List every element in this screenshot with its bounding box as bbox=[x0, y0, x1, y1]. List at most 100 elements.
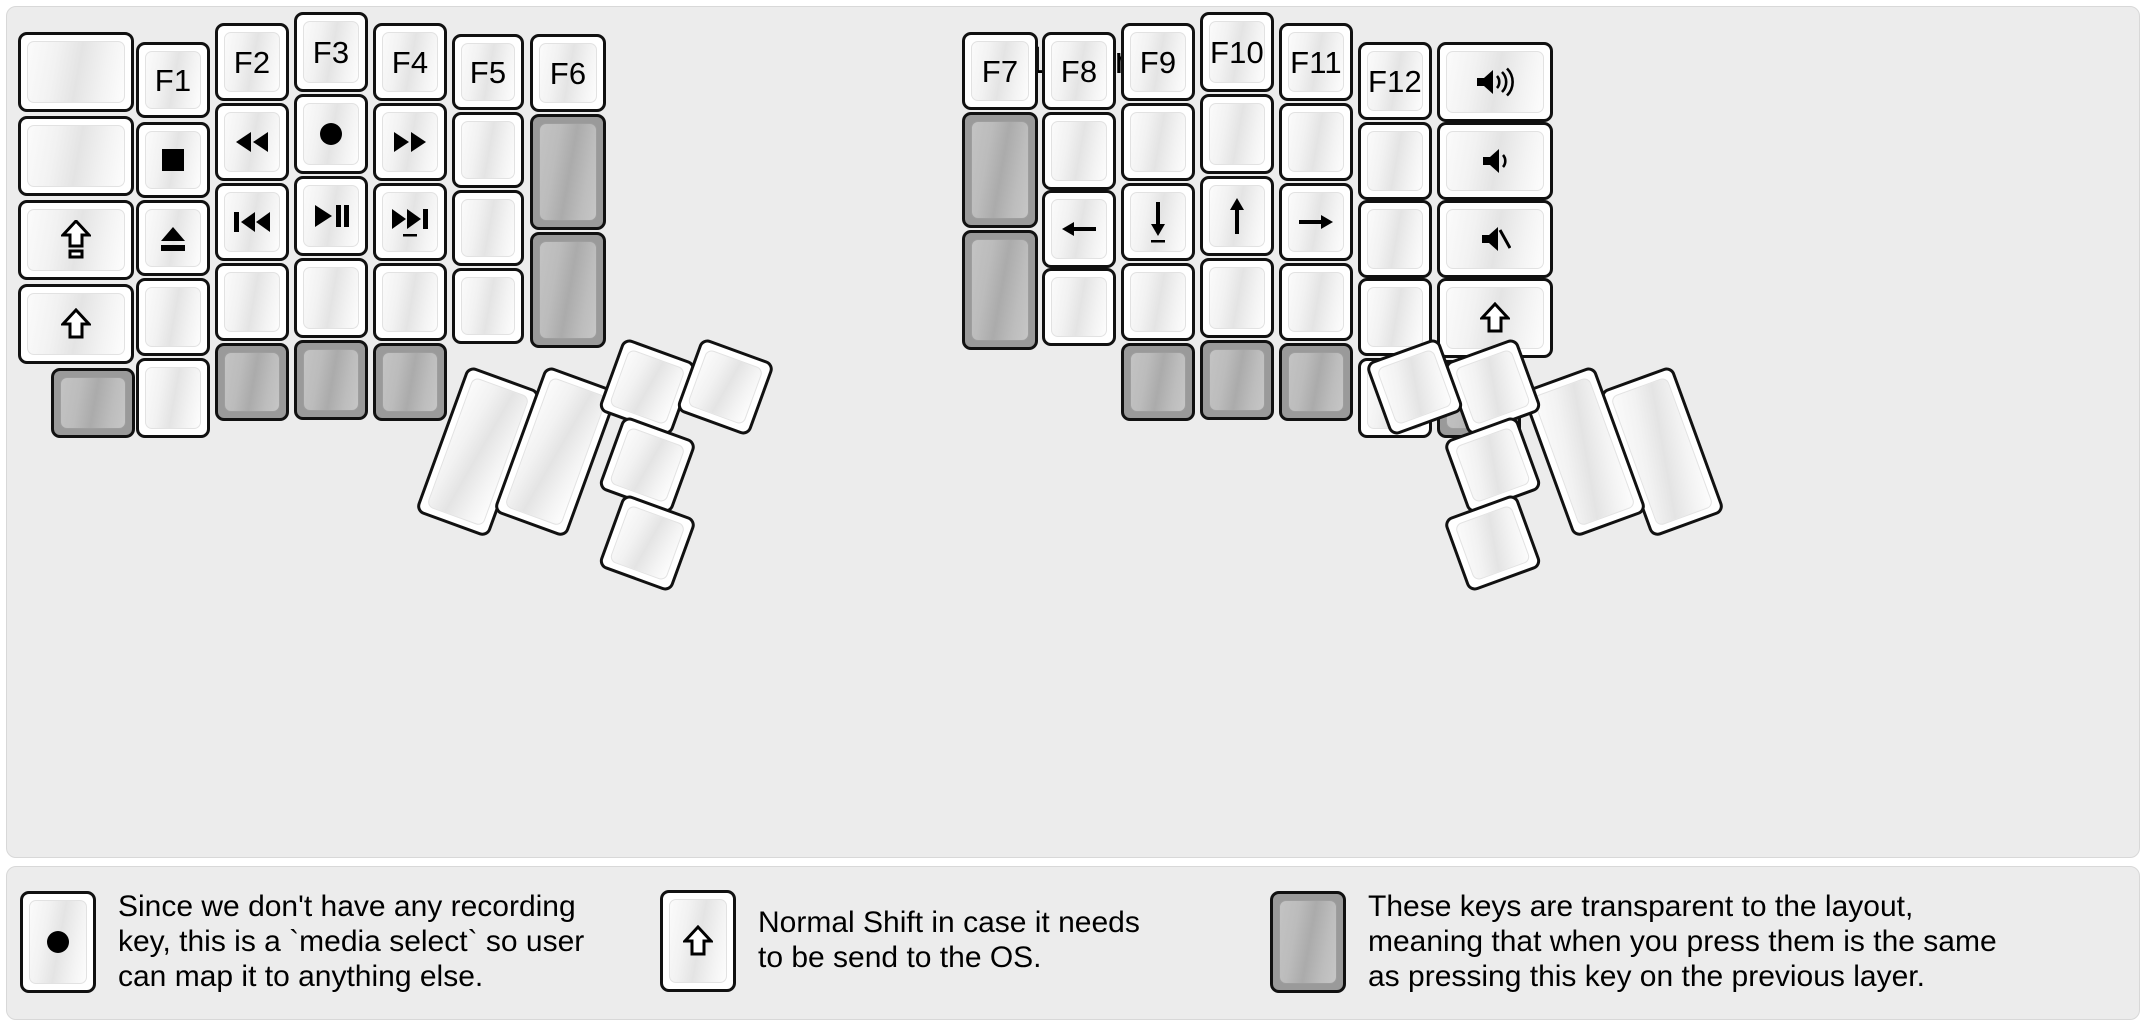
keycap-r-c4-r1[interactable] bbox=[1279, 103, 1353, 181]
keycap-surface bbox=[60, 377, 126, 429]
keycap-l-c1-r1[interactable] bbox=[136, 122, 210, 198]
keycap-surface bbox=[224, 272, 280, 332]
keycap-surface bbox=[1130, 272, 1186, 332]
keycap-surface bbox=[1209, 267, 1265, 329]
keycap-r-c1-r0[interactable]: F8 bbox=[1042, 32, 1116, 110]
keycap-l-c6-r0[interactable]: F6 bbox=[530, 34, 606, 112]
keycap-r-c5-r1[interactable] bbox=[1358, 122, 1432, 200]
keycap-surface bbox=[1209, 21, 1265, 83]
keycap-l-c2-r2[interactable] bbox=[215, 183, 289, 261]
keycap-r-c3-r0[interactable]: F10 bbox=[1200, 12, 1274, 92]
keycap-surface bbox=[1209, 349, 1265, 411]
keycap-l-c4-r4[interactable] bbox=[373, 343, 447, 421]
keycap-r-c4-r2[interactable] bbox=[1279, 183, 1353, 261]
keycap-l-c3-r0[interactable]: F3 bbox=[294, 12, 368, 92]
keycap-surface bbox=[303, 103, 359, 165]
keycap-l-c3-r2[interactable] bbox=[294, 176, 368, 256]
keycap-surface bbox=[1209, 103, 1265, 165]
keycap-surface bbox=[224, 352, 280, 412]
keycap-surface bbox=[971, 239, 1029, 341]
keycap-l-c6-r1[interactable] bbox=[530, 114, 606, 230]
keycap-surface bbox=[27, 41, 125, 103]
keycap-surface bbox=[686, 348, 764, 426]
keycap-l-c0-r4[interactable] bbox=[51, 368, 135, 438]
keycap-l-c1-r4[interactable] bbox=[136, 358, 210, 438]
keycap-surface bbox=[1130, 112, 1186, 172]
keycap-r-c2-r1[interactable] bbox=[1121, 103, 1195, 181]
keycap-r-c6-r2[interactable] bbox=[1437, 200, 1553, 278]
keycap-surface bbox=[1454, 426, 1532, 504]
keycap-surface bbox=[1288, 32, 1344, 92]
keycap-r-c1-r1[interactable] bbox=[1042, 112, 1116, 190]
legend-description-0: Since we don't have any recording key, t… bbox=[118, 890, 585, 993]
keycap-l-c0-r2[interactable] bbox=[18, 200, 134, 280]
keycap-surface bbox=[461, 43, 515, 101]
keycap-r-c5-r0[interactable]: F12 bbox=[1358, 42, 1432, 120]
keycap-r-c0-r0[interactable]: F7 bbox=[962, 32, 1038, 110]
keycap-surface bbox=[1446, 51, 1544, 113]
legend-item-1: Normal Shift in case it needs to be send… bbox=[660, 890, 1140, 992]
keycap-l-c2-r3[interactable] bbox=[215, 263, 289, 341]
keycap-l-c4-r0[interactable]: F4 bbox=[373, 23, 447, 101]
keycap-l-c4-r1[interactable] bbox=[373, 103, 447, 181]
keycap-surface bbox=[1367, 51, 1423, 111]
keycap-surface bbox=[608, 426, 686, 504]
keycap-l-c5-r3[interactable] bbox=[452, 268, 524, 344]
keycap-l-c5-r2[interactable] bbox=[452, 190, 524, 266]
keycap-surface bbox=[1051, 121, 1107, 181]
keycap-surface bbox=[1279, 900, 1337, 985]
keycap-surface bbox=[1288, 192, 1344, 252]
keycap-l-c4-r3[interactable] bbox=[373, 263, 447, 341]
keycap-surface bbox=[1209, 185, 1265, 247]
keycap-l-c1-r3[interactable] bbox=[136, 278, 210, 356]
keycap-surface bbox=[145, 51, 201, 109]
legend-sample-key-2 bbox=[1270, 891, 1346, 994]
keycap-l-c6-r2[interactable] bbox=[530, 232, 606, 348]
keycap-l-c5-r0[interactable]: F5 bbox=[452, 34, 524, 110]
keycap-r-c2-r2[interactable] bbox=[1121, 183, 1195, 261]
keycap-r-c3-r2[interactable] bbox=[1200, 176, 1274, 256]
keycap-surface bbox=[27, 125, 125, 187]
keycap-l-c3-r1[interactable] bbox=[294, 94, 368, 174]
keycap-r-c6-r0[interactable] bbox=[1437, 42, 1553, 122]
keycap-surface bbox=[1130, 32, 1186, 92]
keycap-surface bbox=[1446, 209, 1544, 269]
keycap-surface bbox=[608, 504, 686, 582]
keycap-surface bbox=[382, 192, 438, 252]
keycap-r-c0-r1[interactable] bbox=[962, 112, 1038, 228]
keycap-l-c0-r0[interactable] bbox=[18, 32, 134, 112]
keycap-r-c4-r3[interactable] bbox=[1279, 263, 1353, 341]
keycap-surface bbox=[1288, 112, 1344, 172]
keycap-r-c1-r3[interactable] bbox=[1042, 268, 1116, 346]
keycap-l-c3-r4[interactable] bbox=[294, 340, 368, 420]
keycap-r-c5-r2[interactable] bbox=[1358, 200, 1432, 278]
keycap-surface bbox=[145, 131, 201, 189]
keycap-r-c3-r3[interactable] bbox=[1200, 258, 1274, 338]
keycap-surface bbox=[669, 899, 727, 983]
keycap-l-c2-r0[interactable]: F2 bbox=[215, 23, 289, 101]
keycap-l-c5-r1[interactable] bbox=[452, 112, 524, 188]
keycap-l-c3-r3[interactable] bbox=[294, 258, 368, 338]
legend-item-0: Since we don't have any recording key, t… bbox=[20, 890, 584, 994]
keycap-r-c4-r0[interactable]: F11 bbox=[1279, 23, 1353, 101]
keycap-surface bbox=[382, 32, 438, 92]
keycap-l-c2-r1[interactable] bbox=[215, 103, 289, 181]
keycap-l-c1-r2[interactable] bbox=[136, 200, 210, 276]
keycap-r-c2-r3[interactable] bbox=[1121, 263, 1195, 341]
keycap-r-c3-r1[interactable] bbox=[1200, 94, 1274, 174]
keycap-surface bbox=[27, 209, 125, 271]
keycap-r-c6-r1[interactable] bbox=[1437, 122, 1553, 200]
keycap-r-c3-r4[interactable] bbox=[1200, 340, 1274, 420]
keycap-r-c4-r4[interactable] bbox=[1279, 343, 1353, 421]
keycap-l-c1-r0[interactable]: F1 bbox=[136, 42, 210, 118]
keycap-surface bbox=[382, 272, 438, 332]
keycap-r-c2-r4[interactable] bbox=[1121, 343, 1195, 421]
keycap-l-c0-r1[interactable] bbox=[18, 116, 134, 196]
keycap-l-c0-r3[interactable] bbox=[18, 284, 134, 364]
keycap-l-c2-r4[interactable] bbox=[215, 343, 289, 421]
keycap-r-c2-r0[interactable]: F9 bbox=[1121, 23, 1195, 101]
keycap-r-c0-r2[interactable] bbox=[962, 230, 1038, 350]
keycap-r-c1-r2[interactable] bbox=[1042, 190, 1116, 268]
keycap-l-c4-r2[interactable] bbox=[373, 183, 447, 261]
